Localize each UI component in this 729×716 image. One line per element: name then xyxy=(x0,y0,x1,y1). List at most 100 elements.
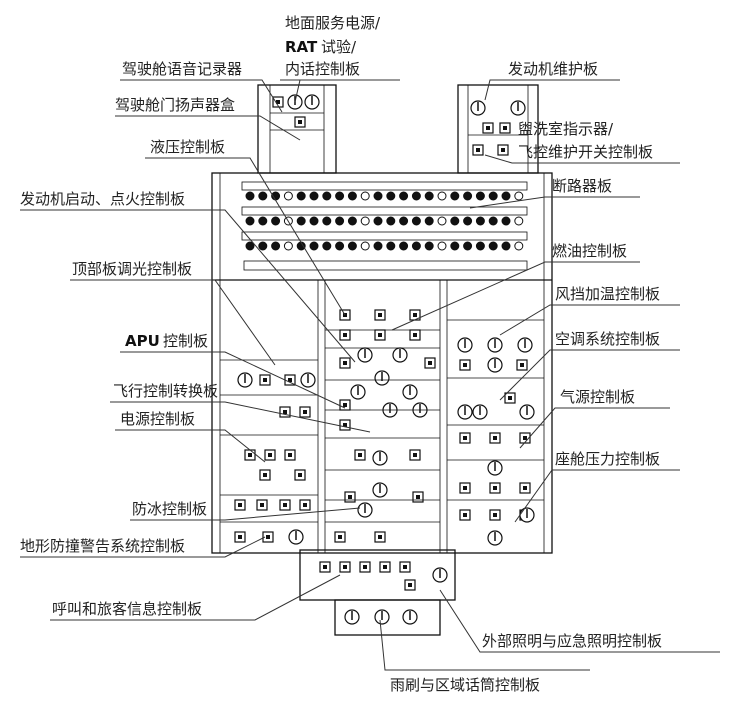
switch-indicator-icon xyxy=(403,565,407,569)
overhead-panel xyxy=(211,84,553,636)
switch-indicator-icon xyxy=(416,495,420,499)
circuit-breaker-icon xyxy=(360,191,370,201)
circuit-breaker-icon xyxy=(411,216,421,226)
label-rat-test: 试验/ xyxy=(321,38,357,56)
switch-indicator-icon xyxy=(263,378,267,382)
circuit-breaker-icon xyxy=(296,216,306,226)
breaker-bottom-strip xyxy=(243,260,528,271)
switch-indicator-icon xyxy=(463,486,467,490)
bottom-module xyxy=(334,599,441,636)
circuit-breaker-icon xyxy=(373,191,383,201)
circuit-breaker-icon xyxy=(335,241,345,251)
leader-lines xyxy=(20,79,720,671)
switch-indicator-icon xyxy=(238,503,242,507)
circuit-breaker-icon xyxy=(309,216,319,226)
switch-indicator-icon xyxy=(503,126,507,130)
circuit-breaker-icon xyxy=(245,191,255,201)
circuit-breaker-icon xyxy=(424,216,434,226)
switch-indicator-icon xyxy=(378,535,382,539)
circuit-breaker-icon xyxy=(271,241,281,251)
switch-indicator-icon xyxy=(303,410,307,414)
circuit-breaker-icon xyxy=(245,216,255,226)
label-windshield: 风挡加温控制板 xyxy=(555,285,660,303)
circuit-breaker-icon xyxy=(373,216,383,226)
label-apu: 控制板 xyxy=(163,332,208,350)
switch-indicator-icon xyxy=(298,473,302,477)
switch-indicator-icon xyxy=(358,453,362,457)
label-flight-control: 飞行控制转换板 xyxy=(113,382,218,400)
label-electrical: 电源控制板 xyxy=(120,410,195,428)
switch-indicator-icon xyxy=(413,333,417,337)
label-ext-lighting: 外部照明与应急照明控制板 xyxy=(482,632,662,650)
switch-indicator-icon xyxy=(276,100,280,104)
switch-indicator-icon xyxy=(260,503,264,507)
switch-indicator-icon xyxy=(343,333,347,337)
circuit-breaker-icon xyxy=(463,191,473,201)
switch-indicator-icon xyxy=(283,503,287,507)
circuit-breaker-icon xyxy=(450,191,460,201)
switch-indicator-icon xyxy=(501,148,505,152)
switch-indicator-icon xyxy=(238,535,242,539)
circuit-breaker-icon xyxy=(514,191,524,201)
label-fc-maint: 飞控维护开关控制板 xyxy=(518,143,653,161)
label-anti-ice: 防冰控制板 xyxy=(132,500,207,518)
circuit-breaker-icon xyxy=(437,241,447,251)
label-engine-start: 发动机启动、点火控制板 xyxy=(20,190,185,208)
circuit-breaker-icon xyxy=(309,241,319,251)
switch-indicator-icon xyxy=(493,513,497,517)
switch-indicator-icon xyxy=(523,486,527,490)
switch-indicator-icon xyxy=(343,403,347,407)
circuit-breaker-icon xyxy=(245,241,255,251)
labels: 地面服务电源/ RAT 试验/ 内话控制板 驾驶舱语音记录器 驾驶舱门扬声器盒 … xyxy=(20,14,662,694)
circuit-breaker-icon xyxy=(399,241,409,251)
switch-indicator-icon xyxy=(463,363,467,367)
circuit-breaker-icon xyxy=(283,241,293,251)
circuit-breaker-icon xyxy=(424,241,434,251)
circuit-breaker-icon xyxy=(283,191,293,201)
breaker-label-strip xyxy=(241,231,528,241)
label-wiper: 雨刷与区域话筒控制板 xyxy=(390,676,540,694)
switch-indicator-icon xyxy=(348,495,352,499)
label-pneumatic: 气源控制板 xyxy=(560,388,635,406)
circuit-breaker-icon xyxy=(463,216,473,226)
circuit-breaker-icon xyxy=(488,216,498,226)
circuit-breaker-icon xyxy=(488,241,498,251)
label-circuit-breaker: 断路器板 xyxy=(552,177,612,195)
circuit-breaker-icon xyxy=(271,216,281,226)
label-engine-maint: 发动机维护板 xyxy=(508,60,598,78)
circuit-breaker-icon xyxy=(322,191,332,201)
circuit-breaker-icon xyxy=(501,241,511,251)
circuit-breaker-icon xyxy=(475,216,485,226)
circuit-breaker-icon xyxy=(347,191,357,201)
circuit-breaker-icon xyxy=(399,216,409,226)
switch-indicator-icon xyxy=(338,535,342,539)
switch-indicator-icon xyxy=(343,361,347,365)
circuit-breaker-icon xyxy=(411,191,421,201)
switch-indicator-icon xyxy=(288,453,292,457)
switch-indicator-icon xyxy=(298,120,302,124)
switch-indicator-icon xyxy=(493,486,497,490)
circuit-breaker-icon xyxy=(258,191,268,201)
label-aircon: 空调系统控制板 xyxy=(555,330,660,348)
switch-indicator-icon xyxy=(408,583,412,587)
circuit-breaker-icon xyxy=(488,191,498,201)
switch-indicator-icon xyxy=(303,503,307,507)
label-dimming: 顶部板调光控制板 xyxy=(72,260,192,278)
label-apu-bold: APU xyxy=(125,332,160,350)
main-panel xyxy=(211,172,553,554)
switch-indicator-icon xyxy=(266,535,270,539)
circuit-breaker-icon xyxy=(424,191,434,201)
circuit-breaker-icon xyxy=(501,191,511,201)
switch-indicator-icon xyxy=(378,333,382,337)
switch-indicator-icon xyxy=(493,436,497,440)
circuit-breaker-icon xyxy=(514,241,524,251)
circuit-breaker-icon xyxy=(475,191,485,201)
switch-indicator-icon xyxy=(508,396,512,400)
switch-indicator-icon xyxy=(383,565,387,569)
circuit-breaker-icon xyxy=(450,216,460,226)
circuit-breaker-icon xyxy=(463,241,473,251)
lower-module xyxy=(299,549,456,601)
circuit-breaker-icon xyxy=(322,216,332,226)
